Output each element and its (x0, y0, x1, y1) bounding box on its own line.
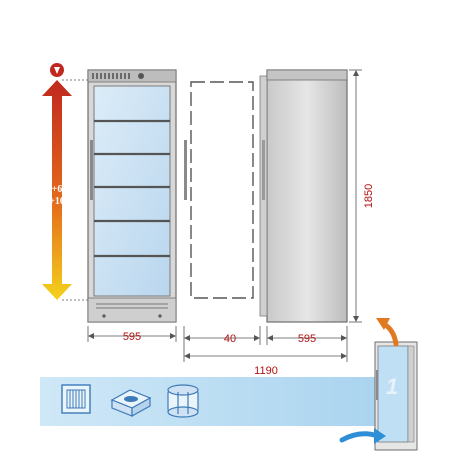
door-handle (90, 140, 93, 200)
ventilated-grille-icon (61, 384, 91, 414)
lock-icon (138, 73, 144, 79)
height-label: 1850 (363, 184, 375, 208)
front-width-dimension (87, 326, 177, 342)
depth-dimensions (183, 326, 348, 362)
total-depth-label: 1190 (254, 365, 278, 377)
bottom-curved-arrow-icon (339, 428, 386, 444)
temperature-range-arrow (42, 80, 72, 300)
side-depth-label: 595 (298, 333, 316, 345)
compressor-unit-icon (110, 389, 152, 418)
open-door-handle (184, 140, 187, 200)
door-swing-outline (184, 81, 254, 299)
thermometer-icon (50, 63, 64, 77)
front-width-label: 595 (123, 331, 141, 343)
thumbnail-number: 1 (386, 374, 398, 399)
height-dimension (349, 69, 362, 323)
temperature-min-label: +6 (52, 184, 63, 195)
thumbnail-refrigerator (374, 341, 418, 451)
refrigerant-cylinder-icon (167, 384, 199, 418)
temperature-max-label: +16 (49, 196, 65, 207)
front-view (87, 69, 177, 323)
side-view (259, 69, 348, 323)
side-door-handle (262, 140, 265, 200)
features-bar (40, 377, 392, 426)
side-gap-label: 40 (224, 333, 236, 345)
top-curved-arrow-icon (376, 318, 399, 347)
